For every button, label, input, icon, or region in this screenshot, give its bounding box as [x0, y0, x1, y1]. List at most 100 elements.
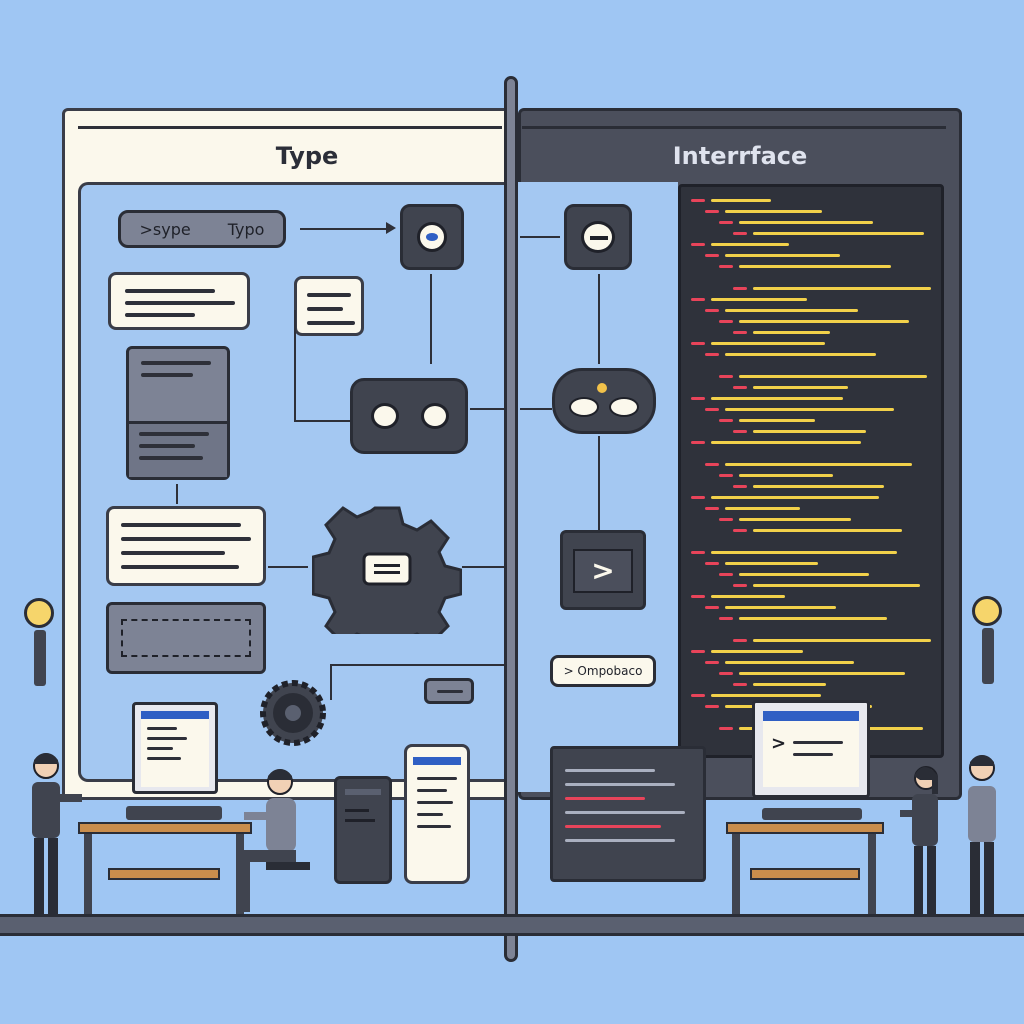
placeholder-panel: [106, 602, 266, 674]
code-line: [733, 287, 747, 290]
desk: [726, 822, 884, 834]
code-line: [719, 265, 733, 268]
type-pill-right-label: Typo: [227, 219, 265, 239]
code-line: [719, 320, 733, 323]
code-line: [705, 705, 719, 708]
desk-leg: [732, 834, 740, 914]
connector: [520, 236, 560, 238]
keyboard: [126, 806, 222, 820]
robot-eye-icon: [421, 403, 449, 429]
prompt-icon: >: [771, 733, 787, 754]
code-line: [733, 386, 747, 389]
minus-node[interactable]: [564, 204, 632, 270]
code-line: [705, 606, 719, 609]
type-pill[interactable]: >sype Typo: [118, 210, 286, 248]
code-line: [733, 430, 747, 433]
person-standing: [900, 766, 938, 914]
code-line: [753, 485, 884, 488]
right-panel-title: Interrface: [672, 142, 808, 170]
type-pill-left-label: >sype: [139, 219, 191, 239]
code-line: [733, 584, 747, 587]
small-chip: [424, 678, 474, 704]
code-line: [705, 661, 719, 664]
face-node[interactable]: [552, 368, 656, 434]
code-line: [719, 672, 733, 675]
terminal-node[interactable]: >: [560, 530, 646, 610]
person-standing: [968, 755, 996, 914]
lens-icon: [417, 222, 447, 252]
phone-device[interactable]: [334, 776, 392, 884]
code-line: [725, 353, 876, 356]
code-line: [753, 584, 920, 587]
code-line: [719, 727, 733, 730]
connector: [430, 274, 432, 364]
code-line: [753, 232, 924, 235]
code-line: [733, 529, 747, 532]
code-line: [691, 551, 705, 554]
code-line: [711, 298, 807, 301]
code-line: [739, 573, 869, 576]
code-line: [739, 672, 905, 675]
connector: [598, 436, 600, 532]
note-card: [108, 272, 250, 330]
code-line: [691, 397, 705, 400]
code-line: [725, 562, 818, 565]
code-line: [691, 650, 705, 653]
camera-node[interactable]: [400, 204, 464, 270]
code-line: [739, 221, 873, 224]
code-line: [733, 485, 747, 488]
code-line: [753, 287, 931, 290]
code-line: [753, 386, 848, 389]
code-line: [705, 562, 719, 565]
code-line: [719, 375, 733, 378]
code-line: [719, 573, 733, 576]
code-line: [725, 606, 836, 609]
code-line: [691, 441, 705, 444]
keyboard: [762, 808, 862, 820]
code-line: [705, 353, 719, 356]
code-line: [711, 496, 879, 499]
desk-leg: [84, 834, 92, 914]
robot-node[interactable]: [350, 378, 468, 454]
computer-monitor[interactable]: >: [752, 700, 870, 798]
person-sitting: [238, 769, 310, 912]
code-line: [753, 430, 866, 433]
code-line: [739, 617, 887, 620]
code-line: [719, 518, 733, 521]
code-line: [705, 210, 719, 213]
connector: [300, 228, 390, 230]
code-line: [691, 243, 705, 246]
code-line: [733, 683, 747, 686]
code-line: [739, 265, 891, 268]
code-line: [719, 221, 733, 224]
code-editor[interactable]: [678, 184, 944, 758]
gear-icon[interactable]: [311, 504, 463, 658]
connector: [330, 664, 332, 700]
code-line: [705, 463, 719, 466]
code-line: [753, 683, 826, 686]
code-line: [691, 496, 705, 499]
connector: [294, 420, 350, 422]
tag-label[interactable]: > Ompobaco: [550, 655, 656, 687]
code-line: [705, 408, 719, 411]
code-line: [711, 551, 897, 554]
bench: [108, 868, 220, 880]
code-line: [719, 617, 733, 620]
code-line: [725, 507, 800, 510]
code-line: [711, 595, 785, 598]
code-line: [691, 694, 705, 697]
computer-monitor[interactable]: [132, 702, 218, 794]
code-line: [733, 331, 747, 334]
connector: [520, 408, 552, 410]
code-line: [705, 254, 719, 257]
code-line: [725, 254, 840, 257]
code-line: [739, 375, 927, 378]
arrow-right-icon: [386, 222, 396, 234]
robot-eye-icon: [371, 403, 399, 429]
minus-icon: [581, 221, 615, 253]
small-gear-icon[interactable]: [256, 676, 330, 750]
code-line: [719, 474, 733, 477]
connector: [176, 484, 178, 504]
code-line: [739, 419, 815, 422]
wall-lamp: [22, 598, 58, 688]
